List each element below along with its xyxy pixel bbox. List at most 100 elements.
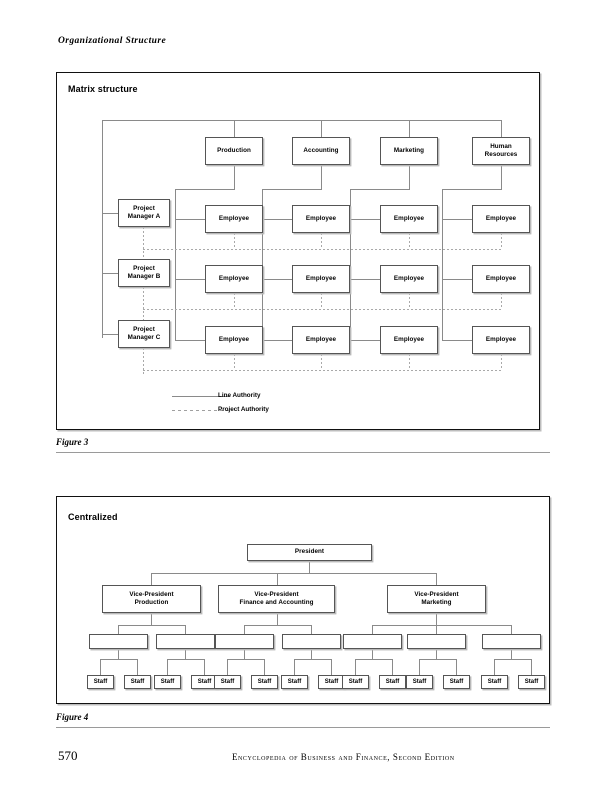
- staff-box-6[interactable]: Staff: [251, 675, 278, 689]
- pm-b-line1: Project: [133, 264, 155, 272]
- vp3-bus: [372, 625, 511, 626]
- president-box[interactable]: President: [247, 544, 372, 561]
- pm-branch-a: [102, 213, 118, 214]
- emp-branch-r1c3: [350, 219, 380, 220]
- staff-box-11[interactable]: Staff: [406, 675, 433, 689]
- staff-box-7[interactable]: Staff: [281, 675, 308, 689]
- staff-box-12[interactable]: Staff: [443, 675, 470, 689]
- vp-box-production[interactable]: Vice-President Production: [102, 585, 201, 613]
- dept-elbow-2: [262, 189, 322, 190]
- project-authority-dotted-pm-a: [143, 227, 144, 259]
- manager-box-1[interactable]: [89, 634, 148, 649]
- mgr5-stem: [372, 649, 373, 659]
- mgr7-bus: [494, 659, 531, 660]
- dept-column-spine-3: [350, 189, 351, 341]
- legend-label-line-authority: Line Authority: [218, 392, 261, 399]
- manager-box-5[interactable]: [343, 634, 402, 649]
- mgr2-drop-1: [167, 659, 168, 675]
- mgr4-drop-1: [294, 659, 295, 675]
- dept-column-spine-1: [175, 189, 176, 341]
- vp-drop-1: [151, 573, 152, 585]
- emp-branch-r2c4: [442, 279, 472, 280]
- legend-swatch-line-authority: [172, 396, 230, 398]
- staff-box-1[interactable]: Staff: [87, 675, 114, 689]
- employee-box-r2c2[interactable]: Employee: [292, 265, 350, 293]
- employee-box-r3c4[interactable]: Employee: [472, 326, 530, 354]
- vp-production-line2: Production: [134, 599, 169, 606]
- project-manager-b-box[interactable]: Project Manager B: [118, 259, 170, 287]
- mgr2-bus: [167, 659, 204, 660]
- vp-box-finance-accounting[interactable]: Vice-President Finance and Accounting: [218, 585, 335, 613]
- vp2-drop-2: [311, 625, 312, 634]
- legend-label-project-authority: Project Authority: [218, 406, 269, 413]
- manager-box-2[interactable]: [156, 634, 215, 649]
- mgr3-stem: [244, 649, 245, 659]
- employee-box-r1c1[interactable]: Employee: [205, 205, 263, 233]
- pm-branch-c: [102, 334, 118, 335]
- dept-box-production[interactable]: Production: [205, 137, 263, 165]
- project-authority-dotted-r3c2: [321, 354, 322, 370]
- mgr4-stem: [311, 649, 312, 659]
- employee-box-r2c1[interactable]: Employee: [205, 265, 263, 293]
- employee-label: Employee: [305, 335, 337, 343]
- emp-branch-r3c2: [262, 340, 292, 341]
- employee-box-r2c3[interactable]: Employee: [380, 265, 438, 293]
- vp-bus: [151, 573, 436, 574]
- staff-box-8[interactable]: Staff: [318, 675, 345, 689]
- vp3-drop-2: [436, 625, 437, 634]
- mgr7-stem: [511, 649, 512, 659]
- staff-label: Staff: [487, 678, 502, 685]
- employee-box-r1c2[interactable]: Employee: [292, 205, 350, 233]
- dept-box-marketing[interactable]: Marketing: [380, 137, 438, 165]
- dept-elbow-1: [175, 189, 235, 190]
- employee-box-r1c3[interactable]: Employee: [380, 205, 438, 233]
- vp-drop-3: [436, 573, 437, 585]
- dept-box-accounting[interactable]: Accounting: [292, 137, 350, 165]
- staff-box-5[interactable]: Staff: [214, 675, 241, 689]
- project-manager-c-box[interactable]: Project Manager C: [118, 320, 170, 348]
- employee-label: Employee: [393, 274, 425, 282]
- employee-box-r2c4[interactable]: Employee: [472, 265, 530, 293]
- dept-column-spine-4: [442, 189, 443, 341]
- project-authority-dotted-r1c1: [234, 233, 235, 249]
- staff-box-9[interactable]: Staff: [342, 675, 369, 689]
- running-head: Organizational Structure: [58, 36, 167, 46]
- staff-box-10[interactable]: Staff: [379, 675, 406, 689]
- project-authority-row-c: [143, 370, 501, 371]
- project-manager-a-box[interactable]: Project Manager A: [118, 199, 170, 227]
- dept-label-human-resources-line2: Resources: [484, 151, 518, 158]
- mgr7-drop-2: [531, 659, 532, 675]
- project-authority-dotted-r2c3: [409, 293, 410, 309]
- project-authority-dotted-r1c2: [321, 233, 322, 249]
- employee-box-r3c1[interactable]: Employee: [205, 326, 263, 354]
- mgr3-drop-2: [264, 659, 265, 675]
- dept-box-human-resources[interactable]: Human Resources: [472, 137, 530, 165]
- employee-box-r1c4[interactable]: Employee: [472, 205, 530, 233]
- employee-box-r3c2[interactable]: Employee: [292, 326, 350, 354]
- vp3-drop-3: [511, 625, 512, 634]
- manager-box-4[interactable]: [282, 634, 341, 649]
- employee-box-r3c3[interactable]: Employee: [380, 326, 438, 354]
- dept-label-production: Production: [217, 146, 251, 154]
- employee-label: Employee: [305, 274, 337, 282]
- vp2-stem: [277, 613, 278, 625]
- staff-box-3[interactable]: Staff: [154, 675, 181, 689]
- staff-box-2[interactable]: Staff: [124, 675, 151, 689]
- president-label: President: [294, 548, 325, 556]
- staff-box-14[interactable]: Staff: [518, 675, 545, 689]
- mgr1-drop-1: [100, 659, 101, 675]
- emp-branch-r1c2: [262, 219, 292, 220]
- manager-box-6[interactable]: [407, 634, 466, 649]
- employee-label: Employee: [485, 214, 517, 222]
- staff-box-4[interactable]: Staff: [191, 675, 218, 689]
- staff-label: Staff: [130, 678, 145, 685]
- dept-label-human-resources-line1: Human: [490, 142, 512, 150]
- manager-box-7[interactable]: [482, 634, 541, 649]
- dept-label-accounting: Accounting: [303, 146, 339, 154]
- dept-stem-4: [501, 165, 502, 189]
- manager-box-3[interactable]: [215, 634, 274, 649]
- mgr3-drop-1: [227, 659, 228, 675]
- vp-box-marketing[interactable]: Vice-President Marketing: [387, 585, 486, 613]
- staff-box-13[interactable]: Staff: [481, 675, 508, 689]
